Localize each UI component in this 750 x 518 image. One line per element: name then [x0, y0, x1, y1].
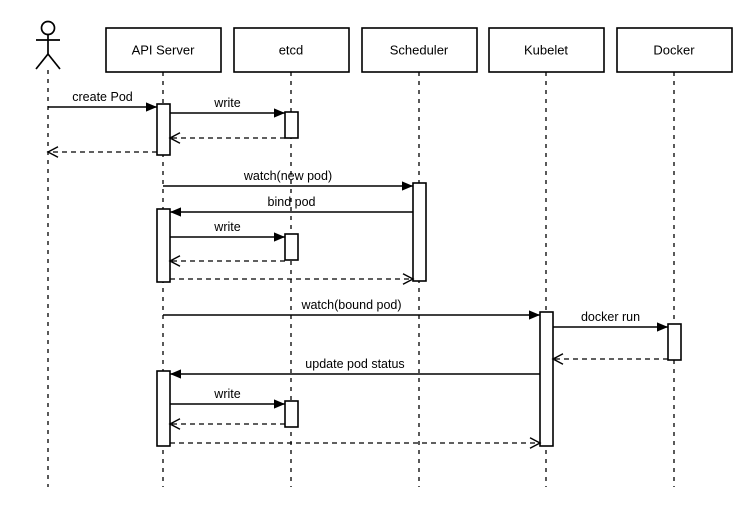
message-arrowhead-m2 [274, 108, 285, 118]
message-arrowhead-m8 [168, 255, 181, 267]
message-arrowhead-m15 [168, 418, 181, 430]
participant-box-scheduler[interactable] [361, 27, 478, 73]
participant-etcd[interactable]: etcd [233, 27, 350, 487]
message-arrowhead-m5 [402, 181, 413, 191]
message-label-m11: docker run [581, 310, 640, 324]
message-m6: bind pod [170, 195, 413, 217]
message-m7: write [170, 220, 285, 242]
participant-box-kubelet[interactable] [488, 27, 605, 73]
message-m11: docker run [553, 310, 668, 332]
message-label-m5: watch(new pod) [243, 169, 332, 183]
activation-bar-etcd [284, 400, 299, 428]
lifelines-group: API Server etcd Scheduler Kubelet Docker [105, 27, 733, 487]
participant-docker[interactable]: Docker [616, 27, 733, 487]
message-m1: create Pod [48, 90, 157, 112]
participant-label-scheduler: Scheduler [390, 42, 449, 57]
message-arrowhead-m13 [170, 369, 181, 379]
actor-leg-left [35, 53, 49, 70]
message-arrowhead-m7 [274, 232, 285, 242]
message-m12 [551, 353, 668, 365]
actor-group [35, 20, 61, 487]
messages-group: create Pod write watch(new pod) bind pod wri… [46, 90, 668, 449]
message-label-m2: write [213, 96, 240, 110]
message-m4 [46, 146, 157, 158]
participant-label-etcd: etcd [279, 42, 304, 57]
message-arrowhead-m12 [551, 353, 564, 365]
message-m5: watch(new pod) [163, 169, 413, 191]
activation-bar-api-server [156, 370, 171, 447]
message-m16 [170, 437, 542, 449]
message-m3 [168, 132, 285, 144]
message-arrowhead-m10 [529, 310, 540, 320]
participant-box-api-server[interactable] [105, 27, 222, 73]
message-arrowhead-m11 [657, 322, 668, 332]
stick-figure-actor-icon [35, 20, 61, 70]
actor-leg-right [47, 53, 61, 70]
activation-bar-etcd [284, 111, 299, 139]
actor-head [40, 20, 56, 36]
participant-label-kubelet: Kubelet [524, 42, 568, 57]
activation-bar-api-server [156, 103, 171, 156]
message-m8 [168, 255, 285, 267]
activation-bar-etcd [284, 233, 299, 261]
message-arrowhead-m3 [168, 132, 181, 144]
message-m2: write [170, 96, 285, 118]
message-arrowhead-m9 [402, 273, 415, 285]
message-m14: write [170, 387, 285, 409]
participant-label-api-server: API Server [132, 42, 196, 57]
message-m9 [170, 273, 415, 285]
activation-bar-kubelet [539, 311, 554, 447]
message-label-m6: bind pod [268, 195, 316, 209]
message-arrowhead-m1 [146, 102, 157, 112]
message-m10: watch(bound pod) [163, 298, 540, 320]
activations-group [156, 103, 682, 447]
message-m13: update pod status [170, 357, 540, 379]
message-label-m10: watch(bound pod) [300, 298, 401, 312]
participant-label-docker: Docker [653, 42, 695, 57]
message-arrowhead-m16 [529, 437, 542, 449]
participant-box-docker[interactable] [616, 27, 733, 73]
message-label-m1: create Pod [72, 90, 133, 104]
message-m15 [168, 418, 285, 430]
message-arrowhead-m14 [274, 399, 285, 409]
activation-bar-docker [667, 323, 682, 361]
participant-box-etcd[interactable] [233, 27, 350, 73]
message-arrowhead-m6 [170, 207, 181, 217]
message-arrowhead-m4 [46, 146, 59, 158]
message-label-m7: write [213, 220, 240, 234]
message-label-m13: update pod status [305, 357, 404, 371]
activation-bar-scheduler [412, 182, 427, 282]
activation-bar-api-server [156, 208, 171, 283]
message-label-m14: write [213, 387, 240, 401]
